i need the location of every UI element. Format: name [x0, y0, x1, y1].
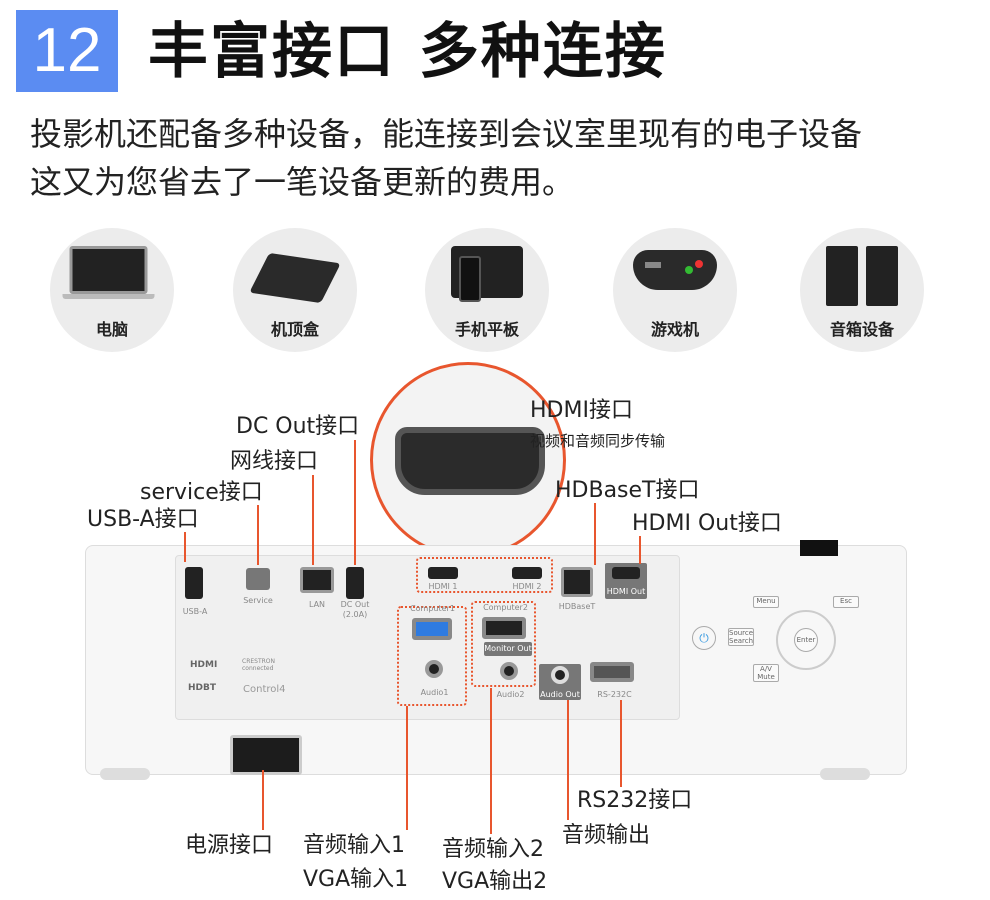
audio1-jack [425, 660, 443, 678]
device-label: 手机平板 [454, 320, 519, 339]
device-computer: 电脑 [50, 228, 174, 352]
callout-vga-out2: VGA输出2 [442, 869, 548, 894]
callout-audio-out: 音频输出 [562, 823, 651, 848]
phone-tablet-icon [451, 246, 523, 302]
hdmi-port-icon [395, 427, 545, 495]
callout-audio-in1: 音频输入1 [303, 833, 405, 858]
callout-line [354, 440, 356, 565]
usb-a-label: USB-A [182, 607, 208, 616]
monitor-out-label: Monitor Out [484, 642, 532, 656]
callout-line [639, 536, 641, 564]
power-socket [230, 735, 302, 775]
rs232c-port [590, 662, 634, 682]
hdbt-logo: HDBT [188, 683, 217, 693]
computer1-label: Computer1 [410, 604, 455, 613]
dc-out-rating: (2.0A) [342, 610, 368, 619]
callout-service: service接口 [140, 480, 263, 505]
vga-in1-port [412, 618, 452, 640]
device-speaker: 音箱设备 [800, 228, 924, 352]
settop-box-icon [249, 252, 341, 304]
input2-highlight [471, 601, 536, 687]
audio2-jack [500, 662, 518, 680]
projector-foot [100, 768, 150, 780]
device-label: 电脑 [95, 320, 128, 339]
callout-line [567, 700, 569, 820]
callout-line [312, 475, 314, 565]
description-line-1: 投影机还配备多种设备，能连接到会议室里现有的电子设备 [30, 115, 863, 153]
hdmi-logo: HDMI [190, 660, 218, 670]
section-number-badge: 12 [16, 10, 118, 92]
hdmi-highlight [416, 557, 553, 593]
control4-logo: Control4 [243, 684, 286, 695]
callout-dc-out: DC Out接口 [236, 414, 360, 439]
dc-out-label: DC Out [340, 600, 370, 609]
projector-foot [820, 768, 870, 780]
device-game-console: 游戏机 [613, 228, 737, 352]
callout-line [594, 503, 596, 565]
rs232c-label: RS-232C [597, 690, 632, 699]
menu-button[interactable]: Menu [753, 596, 779, 608]
callout-hdmi-subtitle: 视频和音频同步传输 [530, 432, 666, 450]
callout-line [490, 688, 492, 834]
device-label: 音箱设备 [829, 320, 894, 339]
service-label: Service [243, 596, 273, 605]
callout-lan: 网线接口 [230, 449, 319, 474]
hdmi2-label: HDMI 2 [512, 582, 542, 591]
vga-out2-port [482, 617, 526, 639]
callout-hdbaset: HDBaseT接口 [555, 478, 700, 503]
av-mute-button[interactable]: A/V Mute [753, 664, 779, 682]
service-port [246, 568, 270, 590]
speaker-icon [826, 246, 898, 306]
source-search-button[interactable]: Source Search [728, 628, 754, 646]
callout-line [262, 770, 264, 830]
laptop-icon [62, 246, 155, 299]
computer2-label: Computer2 [483, 603, 528, 612]
hdbaset-port [561, 567, 593, 597]
callout-line [406, 706, 408, 830]
callout-hdmi: HDMI接口 [530, 398, 633, 423]
callout-rs232: RS232接口 [577, 788, 693, 813]
lan-label: LAN [308, 600, 326, 609]
projector-foot-latch [800, 540, 838, 556]
callout-line [184, 532, 186, 562]
hdmi-out-port [612, 567, 640, 579]
audio2-label: Audio2 [496, 690, 525, 699]
audio1-label: Audio1 [420, 688, 449, 697]
description-line-2: 这又为您省去了一笔设备更新的费用。 [30, 163, 575, 201]
direction-pad[interactable] [776, 610, 836, 670]
hdmi1-port [428, 567, 458, 579]
hdbaset-label: HDBaseT [558, 602, 596, 611]
callout-usb-a: USB-A接口 [87, 507, 199, 532]
hdmi1-label: HDMI 1 [428, 582, 458, 591]
audio-out-jack [551, 666, 569, 684]
callout-line [620, 700, 622, 787]
device-label: 机顶盒 [270, 320, 319, 339]
callout-line [257, 505, 259, 565]
callout-hdmi-out: HDMI Out接口 [632, 511, 782, 536]
enter-button[interactable]: Enter [794, 628, 818, 652]
callout-audio-in2: 音频输入2 [442, 837, 544, 862]
gamepad-icon [633, 250, 717, 290]
callout-power: 电源接口 [185, 833, 274, 858]
power-button[interactable]: ⏻ [692, 626, 716, 650]
crestron-logo: CRESTRON connected [242, 658, 276, 672]
device-settop-box: 机顶盒 [233, 228, 357, 352]
input1-highlight [397, 606, 467, 706]
device-label: 游戏机 [650, 320, 699, 339]
lan-port [300, 567, 334, 593]
usb-a-port [185, 567, 203, 599]
hdmi-magnifier [370, 362, 566, 558]
esc-button[interactable]: Esc [833, 596, 859, 608]
callout-vga-in1: VGA输入1 [303, 867, 409, 892]
device-phone-tablet: 手机平板 [425, 228, 549, 352]
page-title: 丰富接口 多种连接 [148, 17, 667, 87]
dc-out-port [346, 567, 364, 599]
hdmi2-port [512, 567, 542, 579]
